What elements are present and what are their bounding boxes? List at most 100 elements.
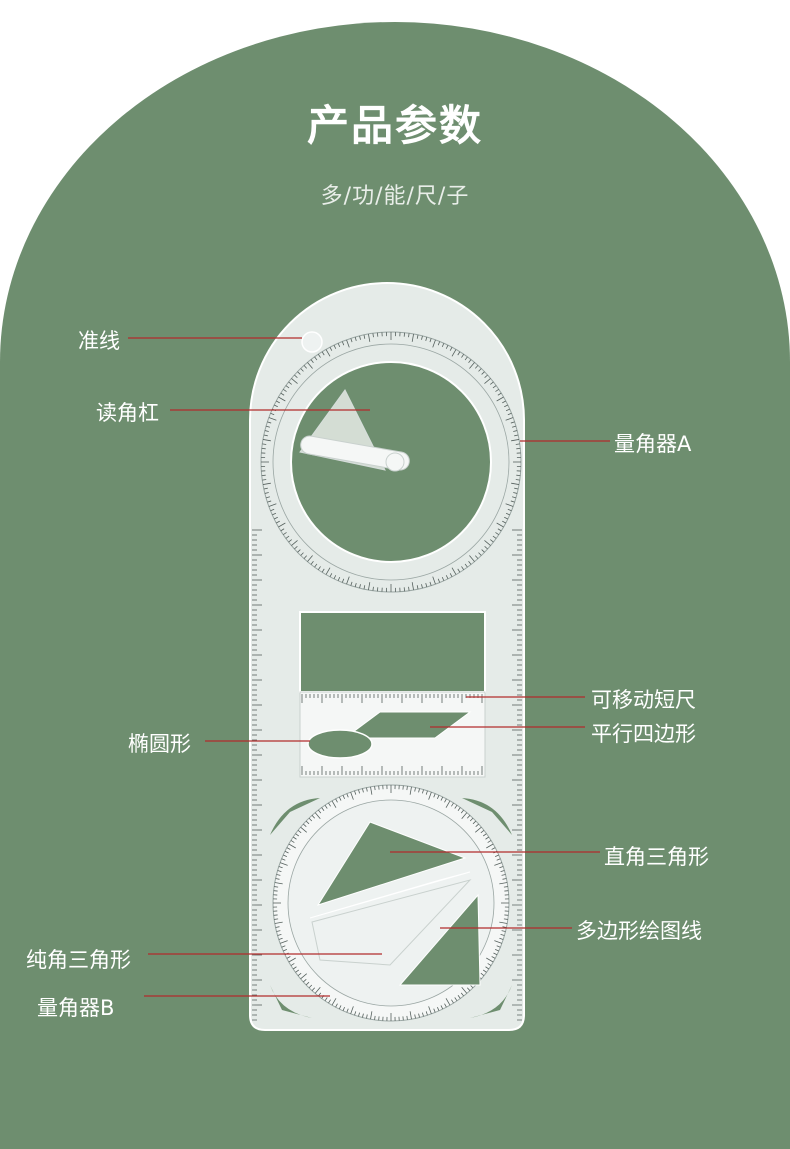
reading-bar bbox=[299, 389, 410, 472]
tick-mark bbox=[445, 998, 451, 1006]
tick-mark bbox=[333, 575, 337, 580]
tick-mark bbox=[346, 793, 349, 798]
tick-mark bbox=[437, 795, 440, 800]
tick-mark bbox=[414, 1014, 416, 1019]
tick-mark bbox=[502, 926, 507, 928]
tick-mark bbox=[285, 535, 290, 539]
tick-mark bbox=[318, 809, 322, 814]
guide-knob bbox=[301, 331, 323, 353]
tick-mark bbox=[273, 516, 278, 520]
tick-mark bbox=[286, 847, 291, 850]
tick-mark bbox=[484, 374, 488, 378]
tick-mark bbox=[342, 1006, 345, 1011]
tick-mark bbox=[502, 520, 506, 524]
tick-mark bbox=[276, 400, 280, 404]
tick-mark bbox=[278, 522, 286, 528]
tick-mark bbox=[311, 815, 316, 819]
tick-mark bbox=[485, 836, 490, 840]
label-obtuse-triangle: 纯角三角形 bbox=[26, 948, 131, 972]
tick-mark bbox=[297, 549, 301, 553]
tick-mark bbox=[515, 443, 520, 445]
tick-mark bbox=[294, 374, 298, 378]
tick-mark bbox=[503, 918, 508, 920]
tick-mark bbox=[422, 1012, 424, 1017]
tick-mark bbox=[505, 503, 514, 507]
tick-mark bbox=[370, 1011, 373, 1020]
tick-mark bbox=[359, 584, 361, 589]
tick-mark bbox=[270, 412, 275, 416]
tick-mark bbox=[505, 512, 510, 516]
tick-mark bbox=[425, 336, 428, 341]
tick-mark bbox=[494, 854, 499, 857]
tick-mark bbox=[278, 866, 283, 869]
tick-mark bbox=[497, 528, 502, 532]
tick-mark bbox=[478, 552, 482, 556]
parallelogram-window bbox=[343, 711, 472, 739]
tick-mark bbox=[475, 826, 482, 833]
tick-mark bbox=[512, 496, 517, 499]
tick-mark bbox=[337, 343, 341, 348]
tick-mark bbox=[262, 439, 271, 442]
tick-mark bbox=[496, 522, 504, 528]
tick-mark bbox=[270, 508, 275, 512]
tick-mark bbox=[292, 966, 297, 970]
tick-mark bbox=[366, 787, 368, 792]
tick-mark bbox=[482, 969, 487, 973]
tick-mark bbox=[281, 945, 286, 948]
tick-mark bbox=[263, 487, 268, 490]
tick-mark bbox=[461, 987, 468, 994]
tick-mark bbox=[284, 850, 289, 854]
tick-mark bbox=[297, 371, 301, 375]
tick-mark bbox=[272, 512, 277, 516]
tick-mark bbox=[495, 388, 499, 392]
tick-mark bbox=[303, 555, 307, 559]
tick-mark bbox=[421, 335, 423, 340]
tick-mark bbox=[273, 404, 278, 408]
tick-mark bbox=[414, 787, 416, 792]
tick-mark bbox=[481, 549, 485, 553]
tick-mark bbox=[262, 482, 271, 485]
tick-mark bbox=[475, 365, 479, 369]
tick-mark bbox=[460, 809, 464, 814]
label-reading-bar: 读角杠 bbox=[96, 401, 159, 425]
tick-mark bbox=[449, 573, 453, 577]
tick-mark bbox=[333, 344, 337, 349]
tick-mark bbox=[486, 843, 494, 849]
tick-mark bbox=[486, 957, 494, 963]
tick-mark bbox=[303, 823, 307, 828]
tick-mark bbox=[510, 500, 515, 503]
label-parallelogram: 平行四边形 bbox=[591, 722, 696, 746]
tick-mark bbox=[300, 973, 307, 980]
tick-mark bbox=[451, 999, 454, 1004]
tick-mark bbox=[262, 479, 267, 481]
tick-mark bbox=[265, 496, 270, 499]
tick-mark bbox=[445, 344, 449, 349]
tick-mark bbox=[497, 392, 502, 396]
label-right-triangle: 直角三角形 bbox=[604, 845, 709, 869]
tick-mark bbox=[511, 439, 520, 442]
tick-mark bbox=[480, 972, 485, 976]
tick-mark bbox=[362, 788, 364, 793]
tick-mark bbox=[314, 563, 318, 568]
tick-mark bbox=[324, 804, 328, 809]
tick-mark bbox=[350, 581, 353, 586]
tick-mark bbox=[297, 972, 302, 976]
tick-mark bbox=[268, 503, 277, 507]
tick-mark bbox=[307, 555, 313, 562]
tick-mark bbox=[338, 1005, 342, 1010]
tick-mark bbox=[350, 338, 353, 343]
tick-mark bbox=[329, 347, 333, 351]
tick-mark bbox=[501, 930, 506, 932]
tick-mark bbox=[418, 1013, 420, 1018]
tick-mark bbox=[274, 882, 283, 885]
tick-mark bbox=[337, 576, 341, 581]
tick-mark bbox=[335, 798, 338, 803]
tick-mark bbox=[406, 786, 408, 791]
tick-mark bbox=[469, 817, 474, 822]
tick-mark bbox=[281, 858, 286, 861]
tick-mark bbox=[491, 956, 496, 959]
tick-mark bbox=[303, 365, 307, 369]
tick-mark bbox=[314, 812, 321, 819]
tick-mark bbox=[472, 820, 477, 825]
tick-mark bbox=[510, 421, 515, 424]
